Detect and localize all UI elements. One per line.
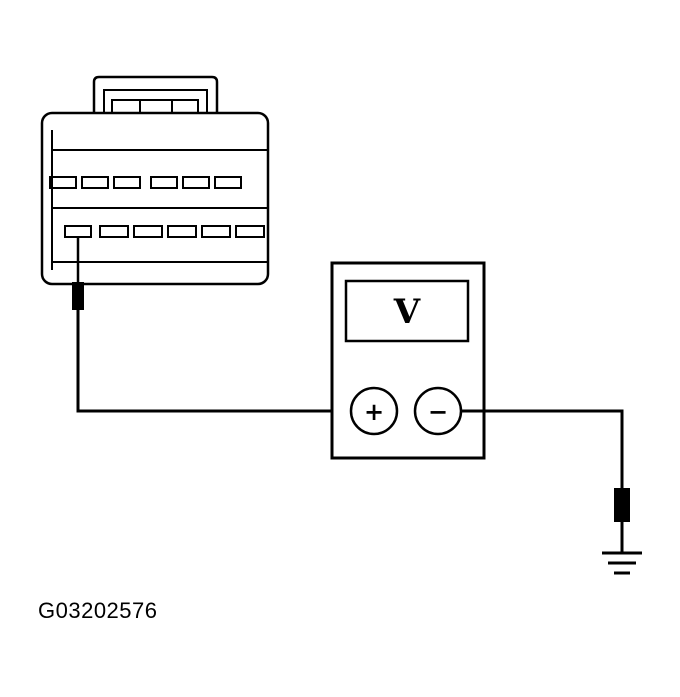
pin-cavity [49,176,77,189]
negative-lead-wire [461,409,624,488]
voltmeter: V + − [330,261,486,460]
pin-cavity [235,225,265,238]
meter-display [344,279,470,343]
electrical-connector [40,75,270,286]
connector-body [40,111,270,286]
positive-terminal-label: + [364,397,384,426]
meter-unit-label: V [393,292,421,332]
figure-id-label: G03202576 [38,598,158,623]
positive-terminal [349,386,399,436]
pin-cavity [113,176,141,189]
negative-terminal-label: − [428,397,448,426]
pin-cavity [99,225,129,238]
pin-cavity [133,225,163,238]
connector-latch-inner [103,89,208,118]
ground-clip [614,488,630,552]
ground-icon [602,551,642,575]
positive-lead-wire [76,310,350,413]
pin-cavity [214,176,242,189]
pin-cavity [167,225,197,238]
pin-cavity [150,176,178,189]
pin-cavity [81,176,109,189]
test-probe-positive [72,237,84,310]
connector-latch [92,75,219,118]
pin-cavity [201,225,231,238]
pin-cavity [182,176,210,189]
